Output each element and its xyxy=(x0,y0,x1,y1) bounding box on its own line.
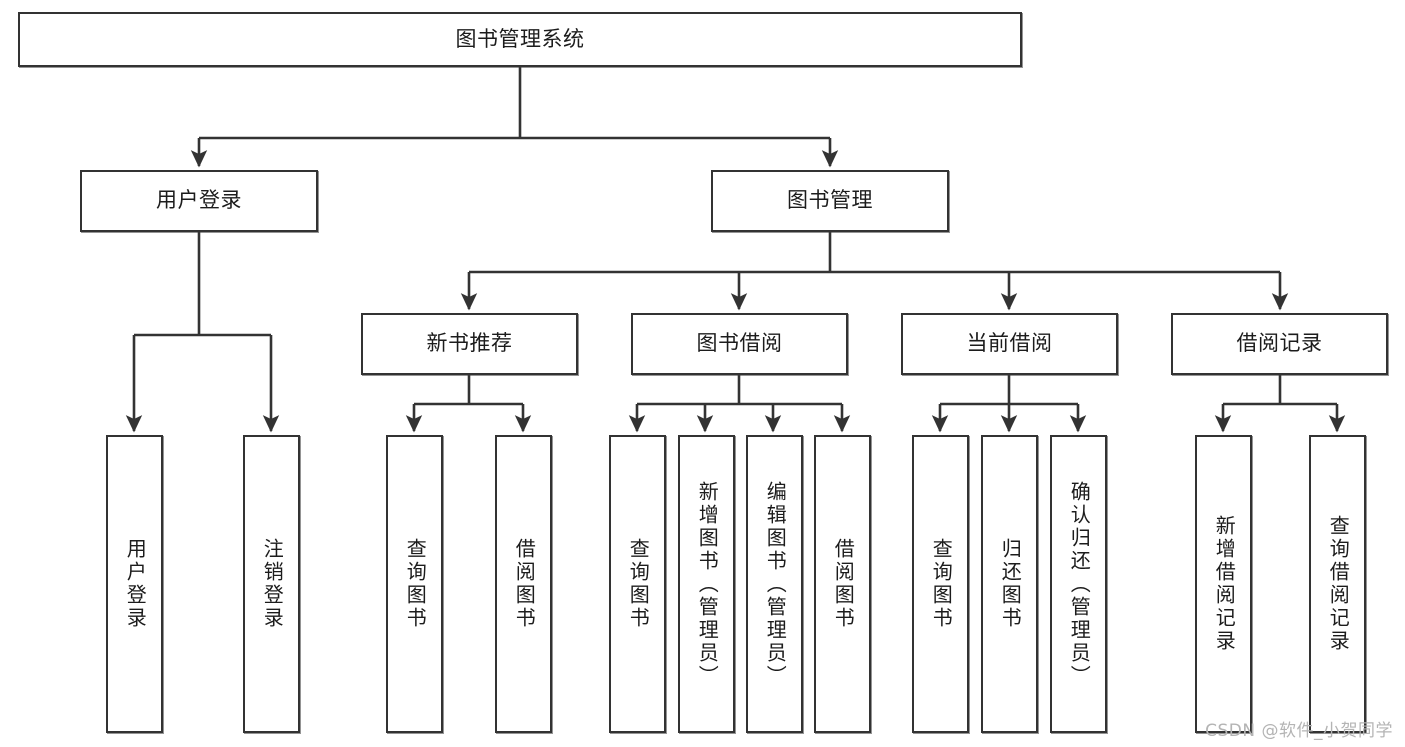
node-label: 注销登录 xyxy=(260,538,285,630)
leaf-node-edit-book-admin[interactable]: 编辑图书（管理员） xyxy=(746,435,803,733)
node-label: 查询图书 xyxy=(929,538,954,630)
node-label: 新书推荐 xyxy=(426,331,513,356)
node-borrow-record[interactable]: 借阅记录 xyxy=(1171,313,1388,375)
node-label: 查询图书 xyxy=(626,538,651,630)
node-label: 编辑图书（管理员） xyxy=(763,480,788,688)
node-label: 新增借阅记录 xyxy=(1212,515,1237,653)
node-user-login[interactable]: 用户登录 xyxy=(80,170,318,232)
node-label: 查询借阅记录 xyxy=(1326,515,1351,653)
leaf-node-add-book-admin[interactable]: 新增图书（管理员） xyxy=(678,435,735,733)
node-label: 用户登录 xyxy=(156,188,242,213)
node-book-management[interactable]: 图书管理 xyxy=(711,170,949,232)
leaf-node-query-book-2[interactable]: 查询图书 xyxy=(609,435,666,733)
node-label: 当前借阅 xyxy=(966,331,1053,356)
node-new-book-recommend[interactable]: 新书推荐 xyxy=(361,313,578,375)
leaf-node-borrow-book-2[interactable]: 借阅图书 xyxy=(814,435,871,733)
leaf-node-return-book[interactable]: 归还图书 xyxy=(981,435,1038,733)
leaf-node-logout-login[interactable]: 注销登录 xyxy=(243,435,300,733)
leaf-node-confirm-return-admin[interactable]: 确认归还（管理员） xyxy=(1050,435,1107,733)
node-label: 查询图书 xyxy=(403,538,428,630)
node-label: 图书管理系统 xyxy=(455,26,585,51)
node-label: 新增图书（管理员） xyxy=(695,480,720,688)
leaf-node-query-borrow-record[interactable]: 查询借阅记录 xyxy=(1309,435,1366,733)
leaf-node-query-book-1[interactable]: 查询图书 xyxy=(386,435,443,733)
watermark-text: CSDN @软件_小贺同学 xyxy=(1205,721,1393,741)
node-label: 确认归还（管理员） xyxy=(1067,480,1092,688)
leaf-node-user-login[interactable]: 用户登录 xyxy=(106,435,163,733)
leaf-node-add-borrow-record[interactable]: 新增借阅记录 xyxy=(1195,435,1252,733)
node-label: 借阅图书 xyxy=(512,538,537,630)
node-label: 图书管理 xyxy=(787,188,873,213)
node-current-borrow[interactable]: 当前借阅 xyxy=(901,313,1118,375)
node-book-borrow[interactable]: 图书借阅 xyxy=(631,313,848,375)
node-label: 归还图书 xyxy=(998,538,1023,630)
node-label: 借阅记录 xyxy=(1236,331,1323,356)
leaf-node-borrow-book-1[interactable]: 借阅图书 xyxy=(495,435,552,733)
node-root-book-management-system[interactable]: 图书管理系统 xyxy=(18,12,1022,67)
node-label: 借阅图书 xyxy=(831,538,856,630)
leaf-node-query-book-3[interactable]: 查询图书 xyxy=(912,435,969,733)
node-label: 图书借阅 xyxy=(696,331,783,356)
node-label: 用户登录 xyxy=(123,538,148,630)
